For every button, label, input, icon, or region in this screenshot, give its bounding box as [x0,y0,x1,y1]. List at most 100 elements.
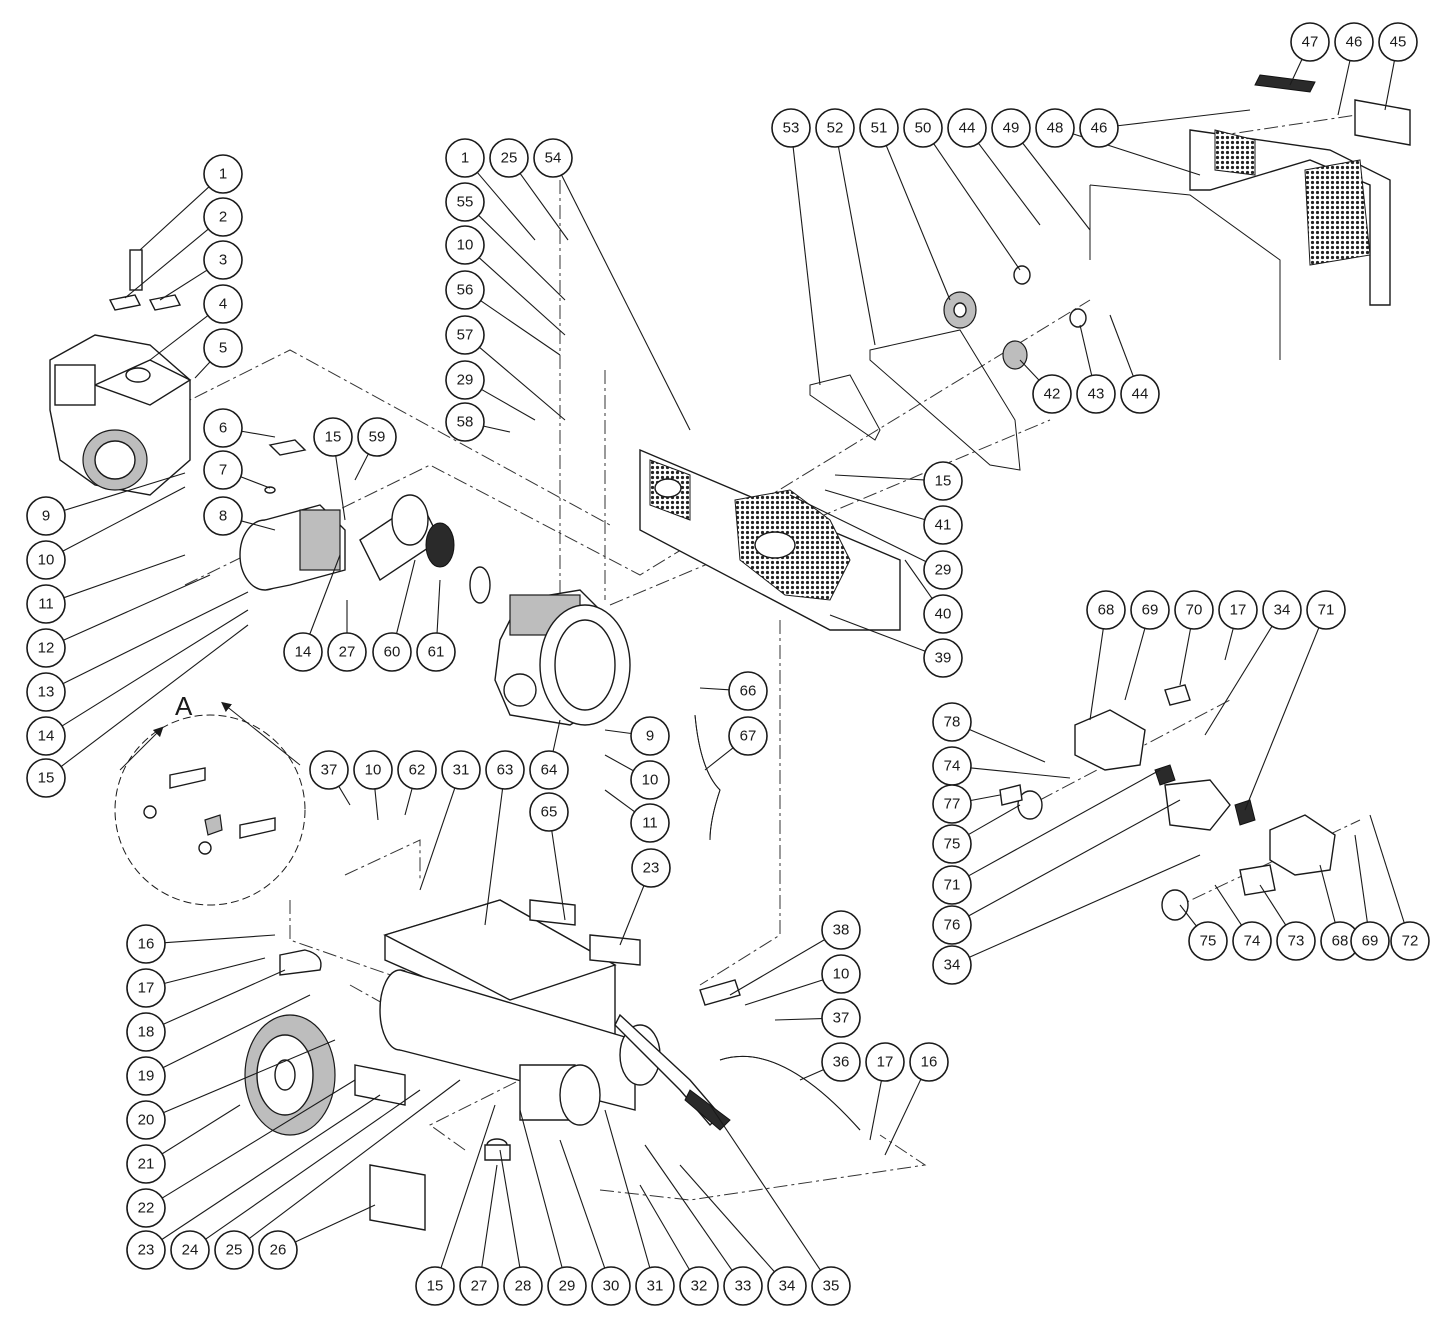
leader-line [483,425,511,433]
leader-line [164,934,276,944]
callout-67: 67 [704,716,768,771]
callout-circle [489,138,529,178]
leader-line [481,388,536,421]
pulleys [943,265,1087,370]
leader-line [679,1164,775,1273]
callout-circle [126,1012,166,1052]
callout-11: 11 [604,789,670,843]
callout-number: 65 [541,804,558,821]
callout-number: 29 [457,372,474,389]
callout-number: 26 [270,1242,287,1259]
callout-number: 56 [457,282,474,299]
callout-78: 78 [932,702,1046,763]
callout-circle [203,284,243,324]
callout-30: 30 [559,1139,631,1306]
callout-circle [821,954,861,994]
callout-number: 52 [827,120,844,137]
callout-circle [1262,590,1302,630]
leader-line [699,687,730,691]
leader-line [484,788,504,926]
leader-line [161,1104,241,1155]
callout-number: 37 [321,762,338,779]
callout-circle [1188,921,1228,961]
callout-circle [728,716,768,756]
callout-circle [26,628,66,668]
leader-line [709,1104,821,1271]
callout-circle [1120,374,1160,414]
callout-circle [923,461,963,501]
leader-line [968,804,1021,836]
callout-43: 43 [1076,324,1116,414]
callout-number: 34 [1274,602,1291,619]
callout-76: 76 [932,799,1181,945]
callout-9: 9 [26,472,186,536]
callout-number: 16 [138,936,155,953]
callout-circle [947,108,987,148]
callout-number: 24 [182,1242,199,1259]
callout-number: 29 [935,562,952,579]
callout-circle [26,584,66,624]
callout-circle [170,1230,210,1270]
leader-line [63,554,186,599]
callout-number: 51 [871,120,888,137]
callout-number: 17 [877,1054,894,1071]
leader-line [62,486,186,552]
callout-21: 21 [126,1104,241,1184]
callout-number: 66 [740,683,757,700]
callout-33: 33 [644,1144,763,1306]
callout-circle [903,108,943,148]
callout-6: 6 [203,408,276,448]
callout-1: 1 [445,138,536,241]
callout-number: 5 [219,340,227,357]
callout-circle [445,225,485,265]
callout-circle [126,1100,166,1140]
leader-line [834,474,925,481]
callout-number: 78 [944,714,961,731]
callout-number: 4 [219,296,227,313]
leader-line [63,574,211,641]
callout-circle [923,638,963,678]
callout-34: 34 [679,1164,807,1306]
callout-68: 68 [1319,864,1360,961]
callout-number: 40 [935,606,952,623]
leader-line [161,1094,381,1240]
callout-circle [126,924,166,964]
callout-number: 21 [138,1156,155,1173]
callout-circle [1130,590,1170,630]
leader-line [139,186,210,251]
callout-32: 32 [639,1184,719,1306]
callout-16: 16 [884,1042,949,1156]
callout-circle [203,197,243,237]
callout-circle [1334,22,1374,62]
leader-line [604,1109,651,1268]
leader-line [478,257,566,336]
callout-26: 26 [258,1204,376,1270]
callout-number: 58 [457,414,474,431]
callout-circle [1218,590,1258,630]
callout-circle [203,450,243,490]
callout-circle [445,138,485,178]
leader-line [968,799,1181,917]
callout-number: 75 [1200,933,1217,950]
callout-circle [811,1266,851,1306]
leader-line [499,1149,521,1268]
callout-circle [126,1056,166,1096]
callout-circle [503,1266,543,1306]
leader-line [374,788,379,821]
leader-line [884,1078,922,1156]
callout-circle [815,108,855,148]
callout-72: 72 [1369,814,1430,961]
callout-circle [1232,921,1272,961]
leader-line [1089,628,1104,721]
callout-38: 38 [729,910,861,996]
callout-number: 28 [515,1278,532,1295]
callout-number: 17 [138,980,155,997]
callout-number: 76 [944,917,961,934]
leader-line [519,1109,563,1268]
detail-view-label: A [175,691,193,721]
leader-line [799,1069,824,1081]
callout-73: 73 [1259,884,1316,961]
callout-13: 13 [26,591,249,712]
callout-circle [415,1266,455,1306]
callout-7: 7 [203,450,271,490]
